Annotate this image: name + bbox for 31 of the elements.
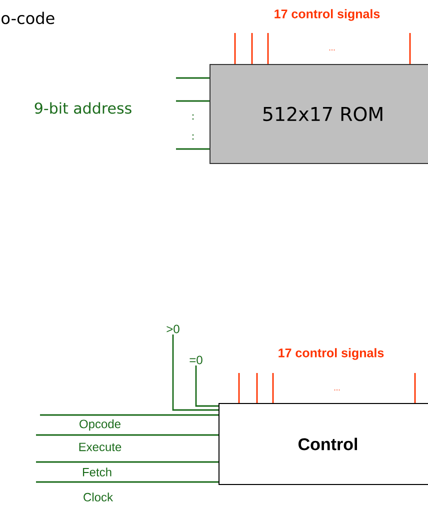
signal-line [267, 33, 269, 64]
signal-line [172, 334, 218, 411]
signal-name: =0 [190, 356, 202, 364]
signal-line [36, 461, 218, 463]
signal-line [36, 481, 218, 483]
signal-line [251, 33, 253, 64]
signal-line [272, 373, 274, 403]
edge-label: Clock [84, 492, 114, 502]
signal-line [36, 434, 218, 436]
edge-label: Fetch [82, 468, 112, 476]
signal-label: 17 control signals [274, 9, 380, 21]
address-label: 9-bit address [34, 102, 132, 114]
rom-box: 512x17 ROM [210, 64, 428, 164]
signal-line [414, 373, 416, 403]
title-text: o-code [2, 12, 54, 24]
dots: : [192, 134, 194, 140]
signal-line [176, 148, 210, 150]
signal-name: >0 [166, 324, 180, 334]
signal-line [238, 373, 240, 403]
edge-label: Execute [79, 442, 122, 452]
signal-line [409, 33, 411, 64]
signal-line [176, 100, 210, 102]
dots: : [192, 114, 194, 120]
signal-line [176, 77, 210, 79]
edge-label: Opcode [80, 419, 120, 431]
signal-line [40, 414, 218, 416]
control-box: Control [218, 403, 428, 485]
signal-line [256, 373, 258, 403]
signal-label: 17 control signals [278, 348, 384, 360]
signal-line [195, 365, 218, 407]
signal-line [234, 33, 236, 64]
